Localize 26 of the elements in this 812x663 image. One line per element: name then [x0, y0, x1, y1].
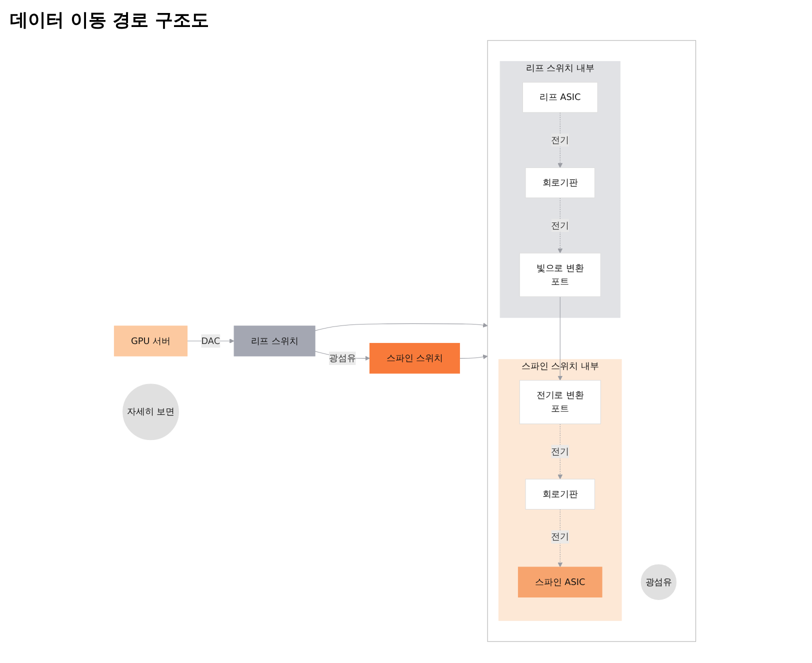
node-circle: 자세히 보면	[122, 384, 179, 440]
edge-label: 광섬유	[329, 352, 356, 364]
arrow	[558, 424, 563, 480]
edge-label: 전기	[551, 220, 570, 230]
node-box: 빛으로 변환 포트	[519, 252, 601, 297]
node-box: 회로기판	[525, 167, 595, 198]
edge-label: 전기	[551, 446, 570, 457]
edge-label: DAC	[201, 335, 220, 346]
arrow	[459, 354, 488, 360]
diagram-title: 데이터 이동 경로 구조도	[10, 9, 210, 32]
node-circle: 광섬유	[640, 564, 676, 600]
arrow	[314, 322, 488, 331]
node-box: 회로기판	[525, 478, 595, 510]
node-box: 전기로 변환 포트	[519, 380, 601, 424]
node-box: GPU 서버	[114, 326, 188, 356]
arrow	[558, 508, 563, 568]
edge-label: 전기	[551, 134, 570, 146]
node-box: 스파인 스위치	[369, 342, 460, 374]
node-box: 스파인 ASIC	[518, 566, 602, 598]
arrow	[558, 112, 563, 168]
arrow	[558, 296, 563, 381]
cluster	[487, 40, 696, 642]
node-box: 리프 스위치	[234, 326, 316, 356]
edge-label: 전기	[551, 531, 570, 542]
node-box: 리프 ASIC	[522, 82, 598, 113]
arrow	[558, 198, 563, 254]
